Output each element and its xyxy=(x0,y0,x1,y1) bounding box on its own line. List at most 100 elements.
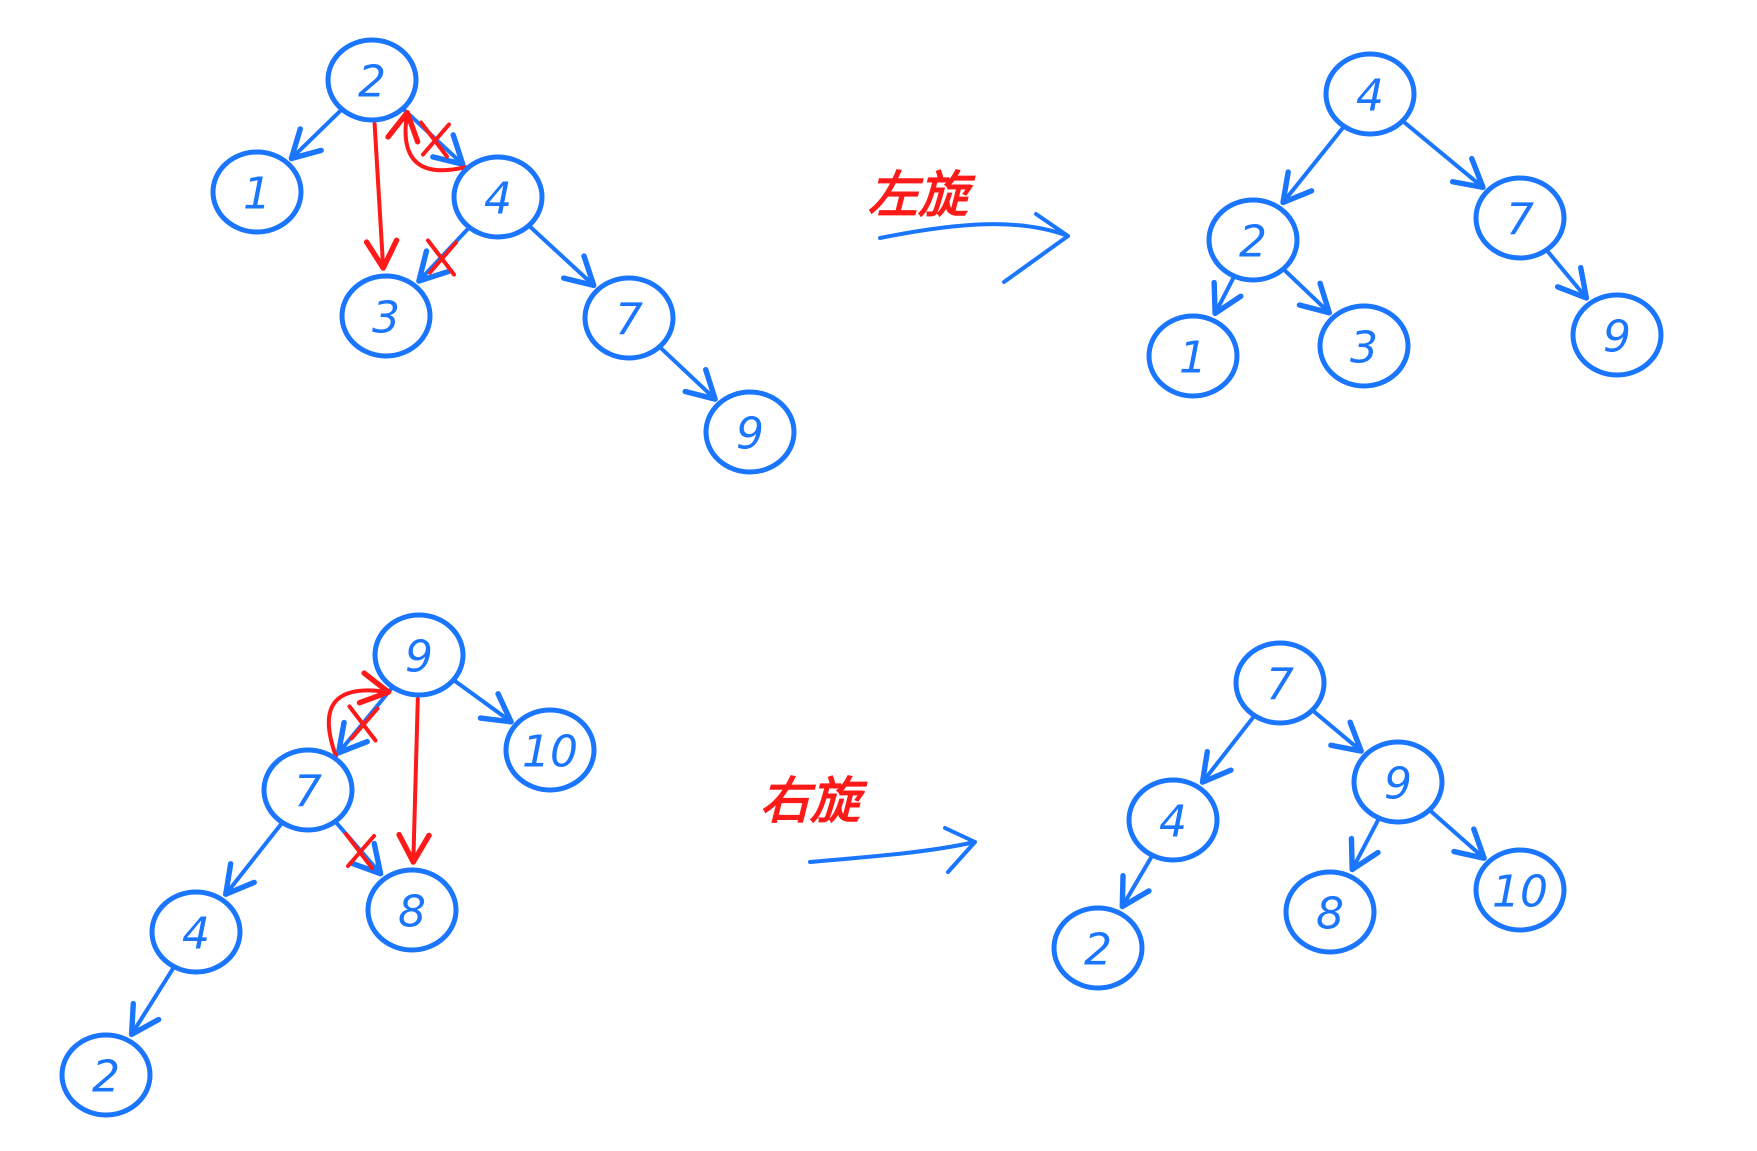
rotation-links-layer xyxy=(326,110,468,870)
tree-node-right-before-4: 4 xyxy=(149,889,243,975)
node-circle xyxy=(339,273,433,359)
node-circle xyxy=(365,867,459,953)
node-label: 9 xyxy=(1603,312,1631,363)
tree-nodes-layer: 2 1 4 3 7 9 4 2 7 1 3 9 9 7 10 4 8 2 7 4 9 2 8 10 xyxy=(59,37,1664,1118)
node-label: 2 xyxy=(1084,925,1112,976)
node-circle xyxy=(1283,869,1377,955)
tree-node-right-after-8: 8 xyxy=(1283,869,1377,955)
tree-edge-right-after-9-10 xyxy=(1428,809,1487,861)
node-circle xyxy=(1323,51,1417,137)
node-label: 2 xyxy=(1239,217,1267,268)
tree-edge-right-after-7-4 xyxy=(1199,715,1255,785)
tree-node-left-before-9: 9 xyxy=(703,389,797,475)
node-label: 4 xyxy=(1356,71,1384,122)
tree-edge-right-before-7-4 xyxy=(222,822,283,897)
node-label: 8 xyxy=(398,887,426,938)
node-label: 7 xyxy=(615,295,643,346)
node-label: 3 xyxy=(372,293,400,344)
rotation-link-right-before-7-9 xyxy=(326,670,392,758)
node-circle xyxy=(451,154,545,240)
cut-mark-right-before-7-8 xyxy=(344,832,376,870)
tree-node-left-before-4: 4 xyxy=(451,154,545,240)
tree-edge-left-before-4-7 xyxy=(528,224,597,289)
tree-edge-left-before-2-1 xyxy=(288,108,343,162)
node-circle xyxy=(325,37,419,123)
node-circle xyxy=(1206,197,1300,283)
node-circle xyxy=(503,707,597,793)
node-circle xyxy=(1051,905,1145,991)
tree-edge-right-after-7-9 xyxy=(1311,709,1364,754)
right-rotation-label: 右旋 xyxy=(760,772,868,830)
node-circle xyxy=(1146,313,1240,399)
tree-node-left-after-2: 2 xyxy=(1206,197,1300,283)
tree-node-left-before-1: 1 xyxy=(210,149,304,235)
tree-node-right-before-9: 9 xyxy=(372,612,466,698)
node-label: 7 xyxy=(1506,195,1534,246)
cut-mark-left-before-2-4 xyxy=(419,120,451,159)
node-circle xyxy=(261,747,355,833)
node-label: 1 xyxy=(243,169,271,220)
tree-node-left-after-9: 9 xyxy=(1570,292,1664,378)
node-circle xyxy=(1570,292,1664,378)
tree-edge-left-before-7-9 xyxy=(659,346,718,402)
right-rotation-arrow xyxy=(808,826,977,874)
tree-node-right-before-8: 8 xyxy=(365,867,459,953)
tree-edge-right-before-4-2 xyxy=(128,967,175,1038)
node-label: 2 xyxy=(358,57,386,108)
left-rotation-label: 左旋 xyxy=(868,166,976,224)
node-label: 9 xyxy=(736,409,764,460)
tree-node-right-after-9: 9 xyxy=(1351,739,1445,825)
node-label: 7 xyxy=(1266,660,1294,711)
cut-mark-left-before-4-3 xyxy=(426,238,458,277)
rotation-link-left-before-2-3 xyxy=(363,121,400,271)
node-circle xyxy=(1126,777,1220,863)
tree-edge-left-after-4-7 xyxy=(1401,120,1486,191)
node-label: 7 xyxy=(294,767,322,818)
tree-edge-left-after-7-9 xyxy=(1546,249,1590,301)
tree-edge-left-after-4-2 xyxy=(1280,126,1345,206)
tree-edge-left-after-2-3 xyxy=(1282,268,1333,316)
node-label: 9 xyxy=(405,632,433,683)
node-label: 9 xyxy=(1384,759,1412,810)
node-label: 2 xyxy=(92,1052,120,1103)
tree-node-left-after-7: 7 xyxy=(1473,175,1567,261)
tree-node-left-after-1: 1 xyxy=(1146,313,1240,399)
tree-node-right-before-7: 7 xyxy=(261,747,355,833)
tree-node-left-before-7: 7 xyxy=(582,275,676,361)
node-label: 10 xyxy=(1492,867,1548,918)
cut-mark-right-before-9-7 xyxy=(347,704,380,743)
tree-edge-right-after-4-2 xyxy=(1119,856,1153,910)
node-label: 8 xyxy=(1316,889,1344,940)
tree-edge-right-before-9-10 xyxy=(452,678,514,725)
node-circle xyxy=(1351,739,1445,825)
tree-node-left-after-4: 4 xyxy=(1323,51,1417,137)
tree-node-left-before-2: 2 xyxy=(325,37,419,123)
node-circle xyxy=(1233,640,1327,726)
node-circle xyxy=(1473,175,1567,261)
tree-edge-left-after-2-1 xyxy=(1211,277,1244,317)
node-circle xyxy=(210,149,304,235)
node-circle xyxy=(703,389,797,475)
node-circle xyxy=(59,1032,153,1118)
tree-node-right-after-7: 7 xyxy=(1233,640,1327,726)
node-label: 1 xyxy=(1179,333,1207,384)
tree-edge-right-after-9-8 xyxy=(1348,819,1381,873)
node-label: 4 xyxy=(182,909,210,960)
tree-node-right-after-2: 2 xyxy=(1051,905,1145,991)
node-circle xyxy=(149,889,243,975)
tree-node-right-before-10: 10 xyxy=(503,707,597,793)
node-label: 4 xyxy=(1159,797,1187,848)
node-label: 10 xyxy=(522,727,578,778)
tree-node-left-after-3: 3 xyxy=(1317,303,1411,389)
rotation-link-left-before-4-2 xyxy=(385,110,468,173)
node-circle xyxy=(582,275,676,361)
node-circle xyxy=(1317,303,1411,389)
node-label: 3 xyxy=(1350,323,1378,374)
tree-node-right-after-10: 10 xyxy=(1473,847,1567,933)
rotation-link-right-before-9-8 xyxy=(396,697,432,865)
tree-node-right-after-4: 4 xyxy=(1126,777,1220,863)
tree-node-right-before-2: 2 xyxy=(59,1032,153,1118)
left-rotation-arrow xyxy=(878,212,1070,284)
node-label: 4 xyxy=(484,174,512,225)
